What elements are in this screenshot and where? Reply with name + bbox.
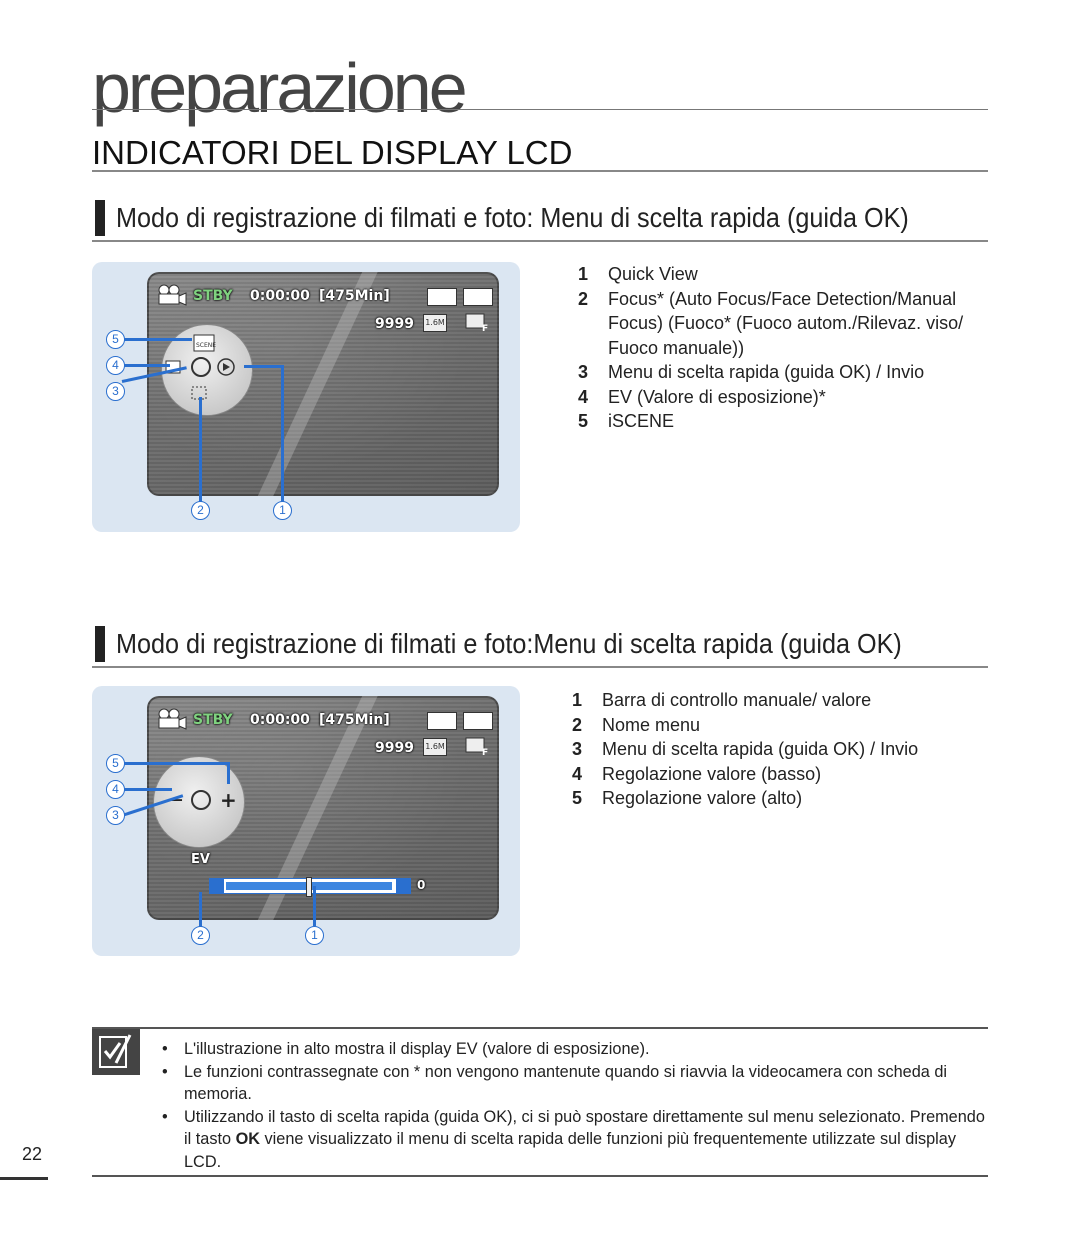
lcd-illustration-2: STBY 0:00:00 [475Min] 9999 1.6M F − + EV… [92,686,520,956]
note-bottom-rule [92,1175,988,1177]
video-camera-icon [158,708,187,730]
callout-3: 3 [106,382,125,401]
remaining-time: [475Min] [319,288,390,304]
ev-minus-icon: − [166,788,184,813]
photo-count: 9999 [375,316,414,332]
scene-label: SCENE [196,342,216,349]
ev-value: 0 [417,878,426,892]
callout-5: 5 [106,754,125,773]
lcd-illustration-1: STBY 0:00:00 [475Min] 9999 1.6M F SCENE … [92,262,520,532]
page-number-rule [0,1177,48,1180]
note-item: L'illustrazione in alto mostra il displa… [160,1038,990,1061]
heading-rule [92,666,988,668]
subsection-heading-text: Modo di registrazione di filmati e foto:… [116,628,902,659]
note-item: Le funzioni contrassegnate con * non ven… [160,1061,990,1106]
subsection-heading-text: Modo di registrazione di filmati e foto:… [116,202,909,233]
return-icon [191,357,211,377]
subsection-heading-2: Modo di registrazione di filmati e foto:… [92,622,988,668]
callout-2: 2 [191,926,210,945]
svg-text:F: F [482,748,488,756]
svg-text:F: F [482,324,488,332]
note-item: Utilizzando il tasto di scelta rapida (g… [160,1106,990,1174]
callout-1: 1 [273,501,292,520]
lcd-screen: STBY 0:00:00 [475Min] 9999 1.6M F SCENE [147,272,499,496]
callout-5: 5 [106,330,125,349]
record-time: 0:00:00 [250,288,310,304]
chapter-title: preparazione [92,49,468,127]
callout-4: 4 [106,356,125,375]
stby-status: STBY [193,712,233,728]
stby-status: STBY [193,288,233,304]
battery-icon [463,288,493,306]
notes-list: L'illustrazione in alto mostra il displa… [160,1038,990,1173]
memory-card-icon [427,712,457,730]
ev-left-arrow-icon [210,879,224,893]
callout-4: 4 [106,780,125,799]
photo-count: 9999 [375,740,414,756]
quick-view-icon [217,358,235,376]
resolution-icon: 1.6M [423,314,447,332]
callout-1: 1 [305,926,324,945]
chapter-rule [92,109,988,110]
ok-guide-icons: − + [166,788,237,813]
record-time: 0:00:00 [250,712,310,728]
section-title: INDICATORI DEL DISPLAY LCD [92,134,573,171]
ok-guide-menu: SCENE [161,324,253,416]
page-number: 22 [22,1144,43,1164]
callout-2: 2 [191,501,210,520]
heading-bar [95,626,105,662]
ev-right-arrow-icon [396,879,410,893]
ok-key-label: OK [235,1130,261,1148]
scene-icon [193,334,215,352]
note-top-rule [92,1027,988,1029]
note-pencil-icon [92,1029,140,1075]
heading-rule [92,240,988,242]
ev-plus-icon: + [220,788,237,812]
subsection-heading-1: Modo di registrazione di filmati e foto:… [92,196,988,242]
quality-icon: F [465,313,488,332]
heading-bar [95,200,105,236]
remaining-time: [475Min] [319,712,390,728]
quality-icon: F [465,737,488,756]
callout-3: 3 [106,806,125,825]
return-icon [191,790,211,810]
ev-slider [209,877,411,897]
memory-card-icon [427,288,457,306]
ev-thumb [306,877,312,897]
section-rule [92,170,988,172]
video-camera-icon [158,284,187,306]
lcd-screen: STBY 0:00:00 [475Min] 9999 1.6M F − + EV… [147,696,499,920]
ev-menu-name: EV [191,852,210,867]
resolution-icon: 1.6M [423,738,447,756]
battery-icon [463,712,493,730]
